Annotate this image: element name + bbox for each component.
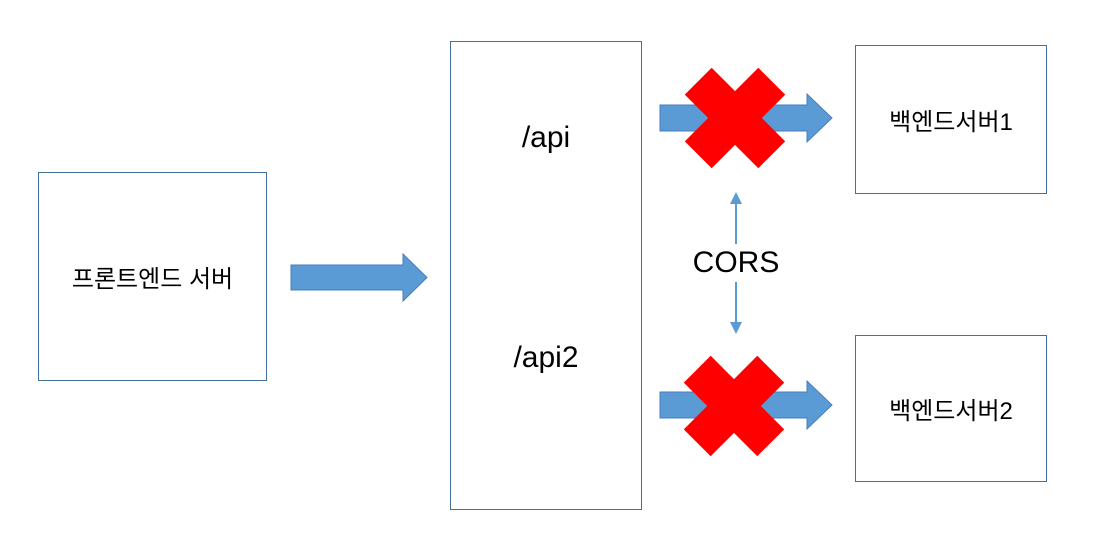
flow-arrow-frontend-to-gateway-icon [290,252,428,303]
block-x-bottom-icon [683,355,785,457]
cors-arrowhead-up [730,192,742,204]
cors-label: CORS [692,246,780,279]
cors-arrowhead-down [730,322,742,334]
block-x-top-icon [684,67,786,169]
route-api-label: /api [521,121,571,154]
gateway-box: /api /api2 [450,41,642,510]
route-api2-label: /api2 [513,341,579,374]
backend-server1-box: 백엔드서버1 [855,45,1047,194]
block-x-bar [684,67,786,169]
backend-server2-box: 백엔드서버2 [855,335,1047,482]
block-x-bar [683,355,785,457]
backend-server1-label: 백엔드서버1 [889,109,1013,136]
block-x-shape [684,67,786,169]
frontend-server-label: 프론트엔드 서버 [71,266,234,293]
backend-server2-label: 백엔드서버2 [889,398,1013,425]
frontend-server-box: 프론트엔드 서버 [38,172,267,381]
block-x-shape [683,355,785,457]
cors-double-arrow-icon [730,192,742,334]
flow-arrow-shape [290,252,428,303]
